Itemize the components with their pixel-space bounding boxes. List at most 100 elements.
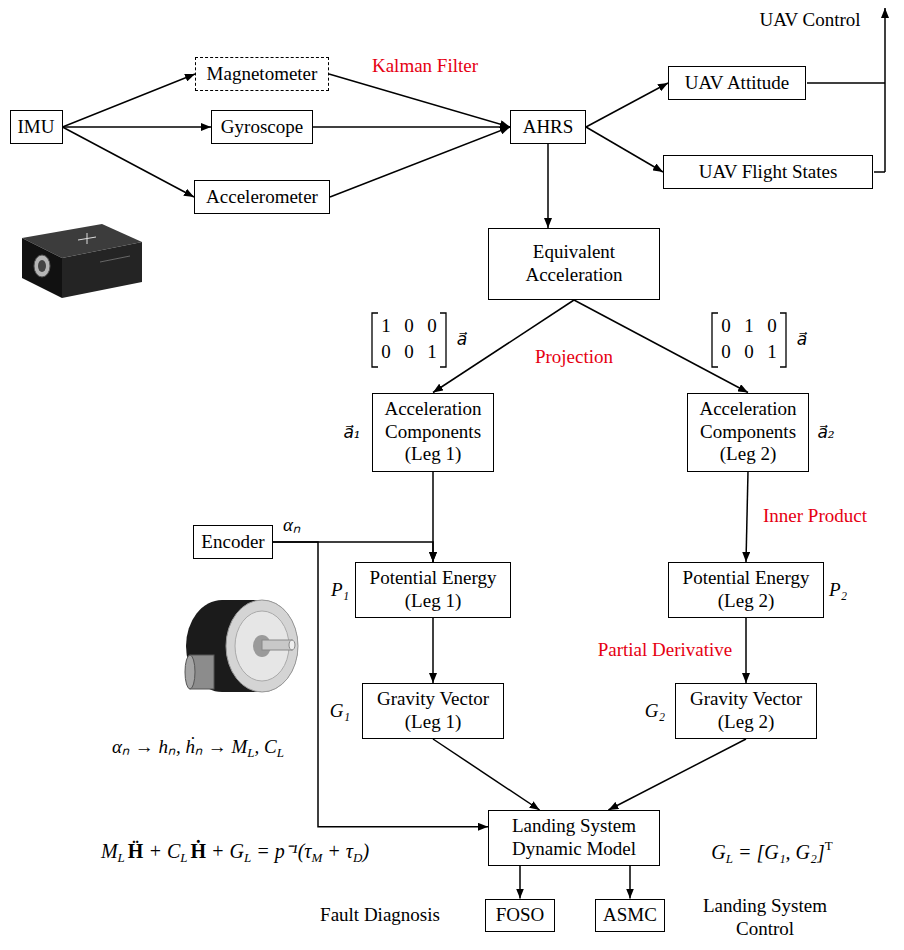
flow-arrow (273, 542, 433, 562)
formula-term: Ḧ (128, 840, 144, 862)
flow-arrow (547, 144, 549, 228)
process-box: Gravity Vector (Leg 2) (675, 683, 817, 739)
box-label: Encoder (200, 531, 266, 554)
flow-arrow (608, 739, 746, 810)
method-annotation: Partial Derivative (598, 639, 733, 660)
process-box: Landing System Dynamic Model (488, 810, 660, 866)
connector (34, 255, 50, 277)
flow-arrow (586, 83, 668, 127)
housing-front (22, 238, 62, 298)
flow-arrow (586, 127, 663, 172)
flow-arrow (629, 866, 631, 899)
matrix-bracket (712, 313, 718, 367)
symbol-label: G₂ (645, 700, 665, 723)
flow-arrow (329, 74, 510, 127)
matrix-entry: 0 (404, 315, 414, 336)
control-wires (807, 8, 885, 172)
optional-sensor-box: Magnetometer (195, 57, 329, 91)
formula-term: T (825, 838, 833, 853)
symbol-label: P₁ (331, 579, 349, 600)
formula-term: GL = [G₁, G₂]T (711, 838, 833, 867)
vector-symbol: a⃗₁ (343, 422, 360, 442)
flow-arrow (519, 866, 521, 899)
matrix-entry: 1 (381, 315, 391, 338)
matrix-entry: 0 (381, 341, 391, 364)
matrix-entry: 1 (767, 341, 777, 362)
box-label: Acceleration Components (Leg 1) (379, 398, 487, 466)
process-box: UAV Attitude (668, 66, 806, 100)
formula-term: L (726, 851, 733, 866)
process-box: Acceleration Components (Leg 1) (372, 393, 494, 472)
box-label: UAV Attitude (675, 72, 799, 95)
formula-term: + G (211, 840, 244, 862)
symbol-label: G₁ (330, 700, 350, 723)
matrix-entry: 0 (744, 341, 754, 362)
matrix-entry: 0 (744, 341, 754, 364)
matrix-entry: 1 (427, 341, 437, 364)
formula-term: + τ (327, 840, 353, 862)
output-label: Landing System Control (703, 895, 827, 939)
imu-photo (22, 224, 142, 298)
matrix-entry: 0 (767, 315, 777, 338)
formula-term: M (312, 850, 323, 865)
formula-term: L (180, 850, 187, 865)
flow-arrow (63, 74, 196, 127)
process-box: Potential Energy (Leg 1) (355, 562, 511, 618)
matrix-bracket (780, 313, 786, 367)
formula-term: G (711, 841, 725, 863)
formula-term: Ḣ (190, 840, 206, 862)
box-label: FOSO (492, 904, 548, 927)
encoder-connector-end (185, 655, 195, 689)
symbol-label: P₂ (829, 579, 847, 600)
box-label: UAV Flight States (670, 161, 866, 184)
matrix-entry: 1 (381, 315, 391, 336)
vector-symbol: a⃗₂ (817, 422, 834, 442)
process-box: IMU (10, 110, 63, 144)
flow-arrow (745, 618, 747, 683)
symbol-label: P₁ (331, 579, 349, 602)
matrix-entry: 0 (404, 315, 414, 338)
vector-symbol: a⃗ (457, 329, 467, 349)
matrix-entry: 1 (767, 341, 777, 364)
matrix-brackets (372, 313, 786, 367)
symbol-label: P₂ (829, 579, 847, 602)
box-label: Potential Energy (Leg 1) (362, 567, 504, 613)
formula-term: L (244, 850, 251, 865)
output-label: Landing System Control (690, 895, 840, 941)
flow-arrow (313, 126, 510, 128)
process-box: Gravity Vector (Leg 1) (362, 683, 504, 739)
formula-term: , C (255, 736, 277, 757)
method-annotation: Inner Product (763, 505, 867, 528)
control-arrow (884, 8, 886, 172)
flow-arrow (63, 127, 195, 197)
vector-symbol: a⃗ (797, 329, 807, 349)
output-label: Fault Diagnosis (320, 904, 440, 925)
box-label: Magnetometer (202, 63, 322, 86)
symbol-label: G₂ (645, 700, 665, 721)
vector-symbol: a⃗₂ (817, 421, 834, 444)
process-box: Gyroscope (211, 110, 313, 144)
flow-arrow (330, 127, 510, 197)
formula-term: L (277, 745, 284, 760)
formula-term: L (118, 850, 125, 865)
flow-arrow (746, 472, 748, 563)
symbol-label: G₁ (330, 700, 350, 721)
box-label: ASMC (602, 904, 658, 927)
process-box: AHRS (510, 110, 586, 144)
formula-term: = [G₁, G₂] (738, 841, 825, 863)
flow-arrow (63, 126, 212, 128)
encoder-face (226, 600, 298, 692)
formula-term: D (353, 850, 362, 865)
box-label: Gravity Vector (Leg 1) (369, 688, 497, 734)
matrix-entry: 0 (721, 341, 731, 364)
box-label: IMU (17, 116, 56, 139)
box-label: Equivalent Acceleration (495, 241, 653, 287)
connector-pin (38, 260, 46, 272)
matrix-entry: 0 (381, 341, 391, 362)
method-annotation: Inner Product (763, 505, 867, 526)
box-label: Accelerometer (201, 186, 323, 209)
box-label: Potential Energy (Leg 2) (675, 567, 817, 613)
flow-arrow (433, 739, 540, 810)
label-strip (100, 256, 130, 262)
